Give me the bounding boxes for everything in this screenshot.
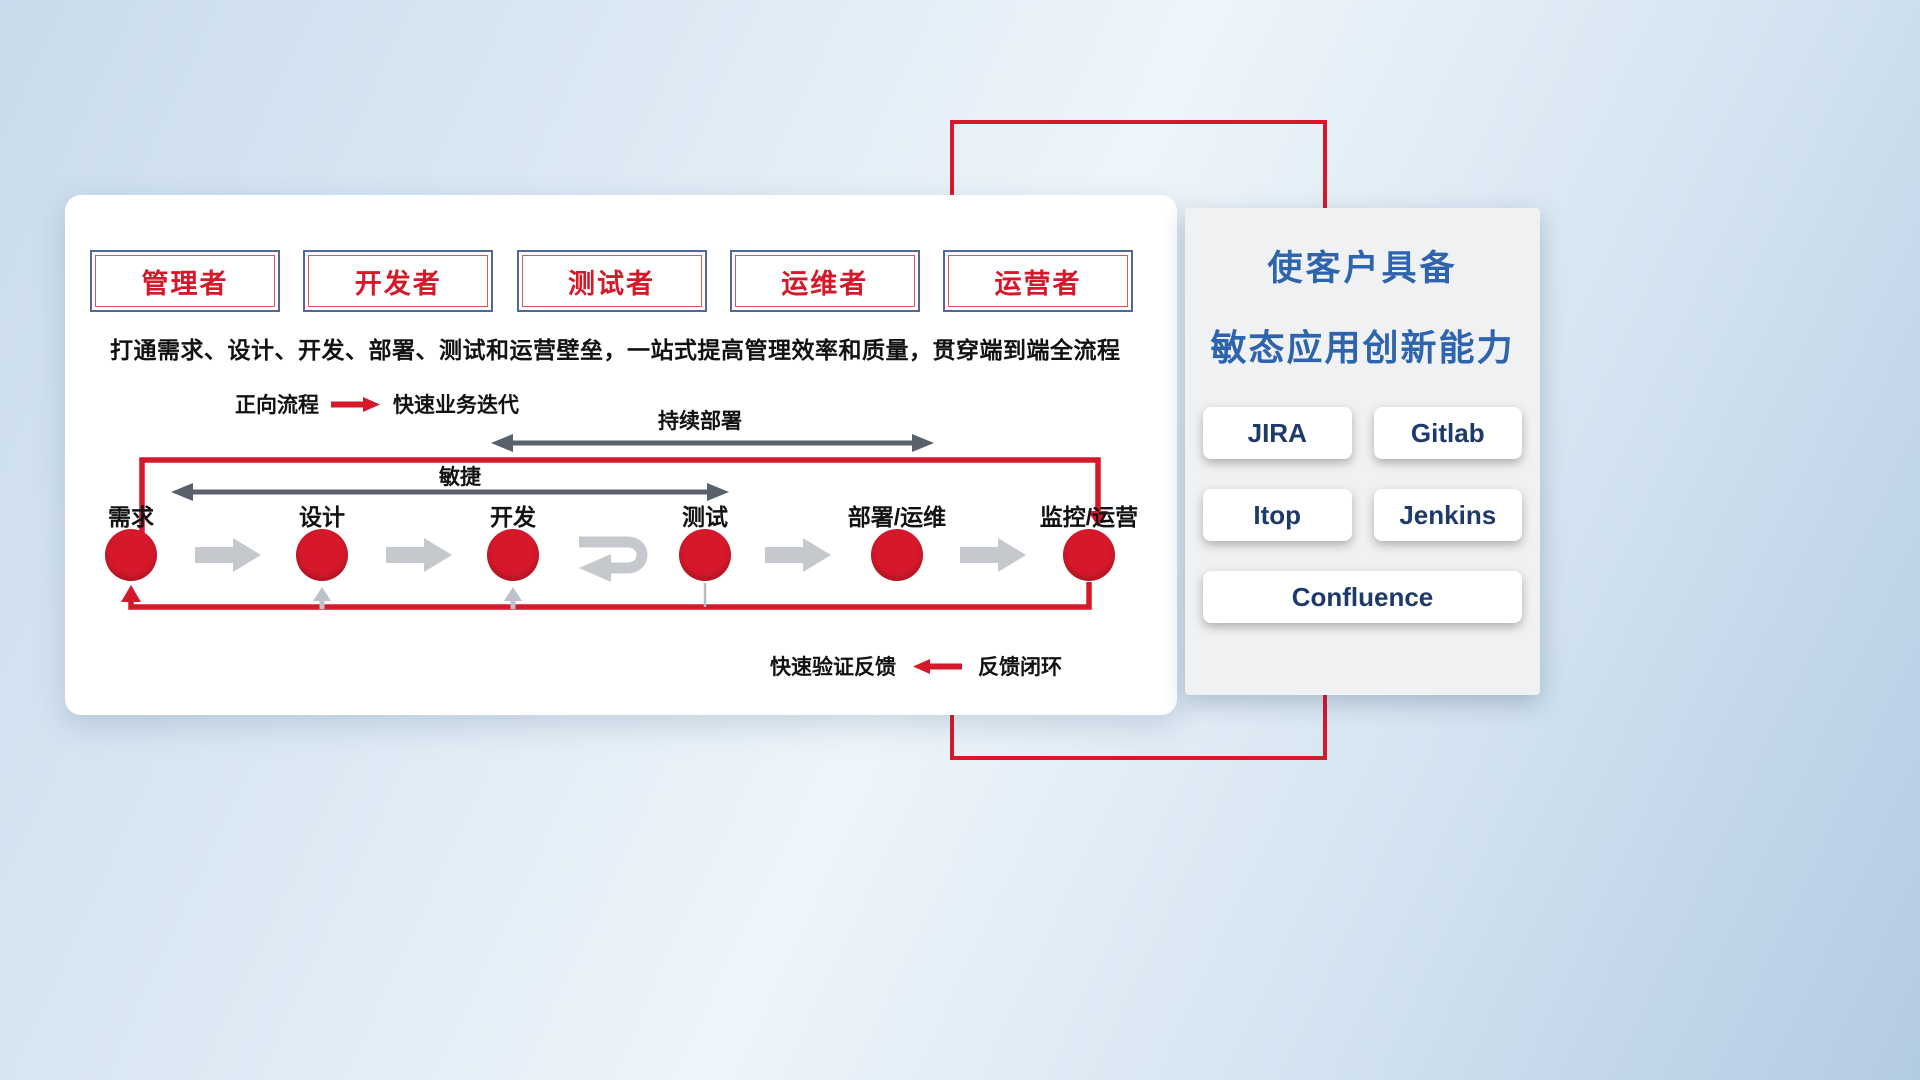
panel-title-line1: 使客户具备 [1267, 249, 1458, 288]
tool-gitlab: Gitlab [1373, 407, 1522, 459]
feedback-legend-label: 快速验证反馈 [770, 656, 896, 679]
role-label: 开发者 [354, 268, 442, 299]
role-box-operator: 运营者 [943, 250, 1133, 312]
cd-arrowhead-left [491, 434, 513, 452]
stage-label-requirements: 需求 [108, 504, 154, 530]
stage-label-deploy-ops: 部署/运维 [847, 504, 947, 530]
role-label: 管理者 [141, 268, 229, 299]
role-label: 测试者 [568, 268, 655, 299]
stage-arrow-5 [960, 538, 1026, 572]
role-box-manager: 管理者 [90, 250, 280, 312]
feedback-loop-arrowhead [121, 585, 141, 602]
agile-label: 敏捷 [439, 466, 481, 489]
feedback-legend: 快速验证反馈 反馈闭环 [770, 651, 1062, 681]
tool-itop: Itop [1203, 489, 1352, 541]
loop-back-arrowhead [579, 554, 611, 582]
stage-label-development: 开发 [490, 504, 536, 530]
stage-label-monitor-operate: 监控/运营 [1039, 504, 1139, 530]
feedback-arrow-icon [913, 658, 962, 674]
forward-arrow-icon [331, 396, 380, 412]
role-box-ops: 运维者 [729, 250, 920, 312]
stage-node-development [487, 529, 539, 581]
devops-flow-card: 管理者 开发者 测试者 运维者 运营者 打通需求、设计、开发、部署、测试和运营壁… [65, 195, 1177, 715]
forward-legend: 正向流程 快速业务迭代 [235, 389, 519, 419]
stage-arrow-1 [195, 538, 261, 572]
stage-label-testing: 测试 [682, 504, 728, 530]
tool-confluence: Confluence [1203, 571, 1522, 623]
feedback-connector-dev-arrowhead [504, 587, 522, 601]
loop-back-icon [579, 536, 648, 574]
feedback-loop-line [128, 582, 1092, 610]
stage-node-testing [679, 529, 731, 581]
tool-jenkins: Jenkins [1373, 489, 1522, 541]
stage-node-deploy-ops [871, 529, 923, 581]
forward-legend-label: 正向流程 [235, 394, 319, 417]
panel-title-line2: 敏态应用创新能力 [1210, 327, 1515, 368]
tools-grid: JIRA Gitlab Itop Jenkins Confluence [1203, 407, 1522, 623]
stage-node-monitor-operate [1063, 529, 1115, 581]
role-label: 运维者 [781, 268, 869, 299]
stage-node-requirements [105, 529, 157, 581]
stage-node-design [296, 529, 348, 581]
continuous-deployment-label: 持续部署 [658, 410, 742, 433]
stage-label-design: 设计 [299, 504, 345, 530]
stage-arrow-4 [765, 538, 831, 572]
subtitle-text: 打通需求、设计、开发、部署、测试和运营壁垒，一站式提高管理效率和质量，贯穿端到端… [110, 337, 1121, 363]
stage-arrow-2 [386, 538, 452, 572]
forward-legend-value: 快速业务迭代 [393, 394, 519, 417]
feedback-legend-value: 反馈闭环 [978, 656, 1062, 679]
role-label: 运营者 [994, 268, 1082, 299]
tool-jira: JIRA [1203, 407, 1352, 459]
role-boxes-row: 管理者 开发者 测试者 运维者 运营者 [90, 250, 1133, 312]
feedback-connector-design-arrowhead [313, 587, 331, 601]
tools-panel: 使客户具备 敏态应用创新能力 JIRA Gitlab Itop Jenkins … [1185, 208, 1540, 695]
cd-arrowhead-right [912, 434, 934, 452]
role-box-tester: 测试者 [516, 250, 707, 312]
role-box-developer: 开发者 [303, 250, 494, 312]
